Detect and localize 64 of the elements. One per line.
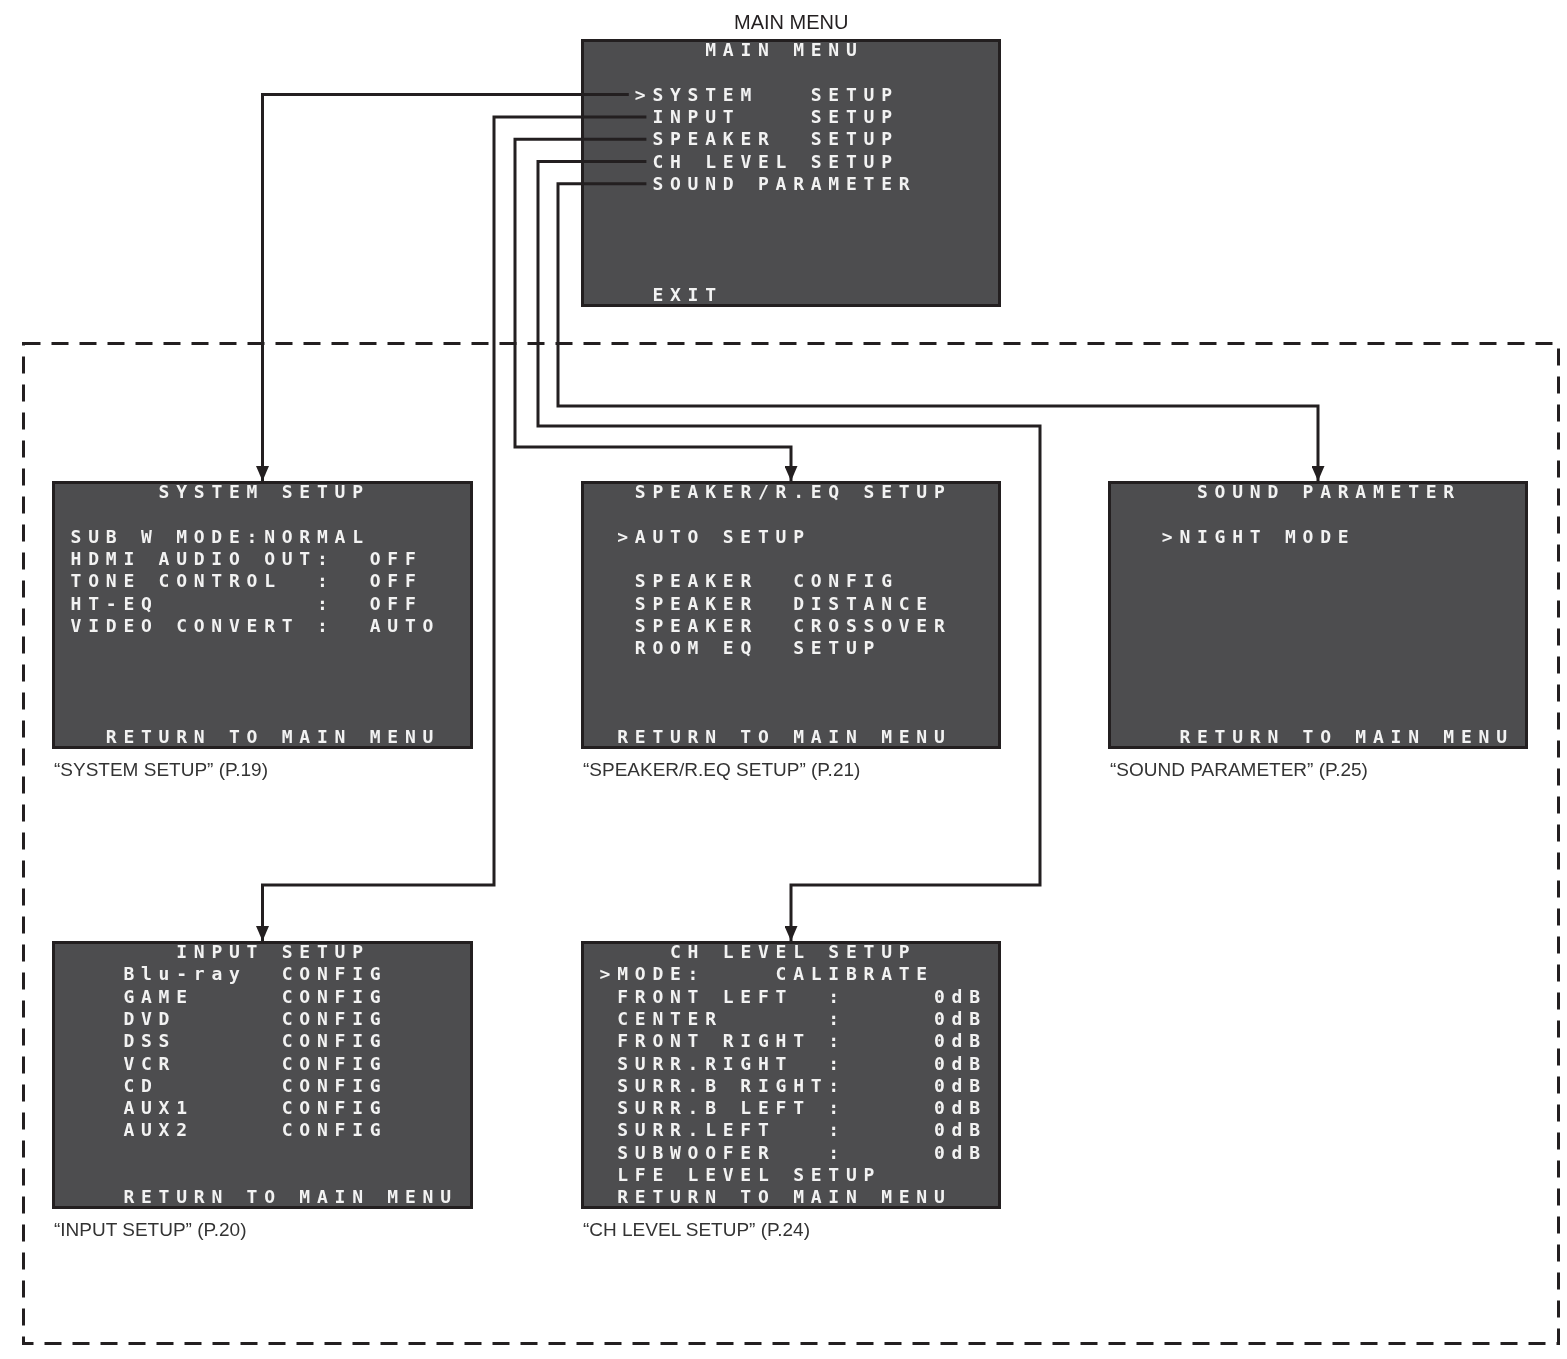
menu-line: SPEAKER CONFIG bbox=[634, 571, 899, 592]
menu-line: SPEAKER DISTANCE bbox=[634, 593, 934, 614]
screen-title: SOUND PARAMETER bbox=[1197, 482, 1461, 502]
menu-option: CH LEVEL SETUP bbox=[646, 151, 899, 172]
menu-line: EXIT bbox=[652, 285, 723, 306]
menu-line: DVD CONFIG bbox=[123, 1008, 388, 1029]
menu-line: DSS CONFIG bbox=[123, 1031, 388, 1052]
menu-line: RETURN TO MAIN MENU bbox=[1179, 727, 1514, 748]
menu-screen bbox=[52, 481, 473, 749]
menu-line: SURR.RIGHT : 0dB bbox=[617, 1053, 987, 1074]
menu-screen bbox=[581, 481, 1001, 749]
menu-line: SPEAKER CROSSOVER bbox=[634, 615, 952, 636]
menu-screen bbox=[1108, 481, 1528, 749]
screen-caption: “INPUT SETUP” (P.20) bbox=[54, 1219, 247, 1241]
menu-option: SOUND PARAMETER bbox=[646, 173, 917, 194]
menu-line: TONE CONTROL : OFF bbox=[70, 571, 423, 592]
menu-line: SURR.LEFT : 0dB bbox=[617, 1120, 987, 1141]
menu-line: SURR.B LEFT : 0dB bbox=[617, 1098, 987, 1119]
screen-title: MAIN MENU bbox=[705, 40, 864, 60]
screen-caption: “CH LEVEL SETUP” (P.24) bbox=[583, 1219, 811, 1241]
menu-line: FRONT LEFT : 0dB bbox=[617, 986, 987, 1007]
menu-line: FRONT RIGHT : 0dB bbox=[617, 1031, 987, 1052]
screen-caption: “SYSTEM SETUP” (P.19) bbox=[54, 759, 268, 781]
menu-line: AUX2 CONFIG bbox=[123, 1120, 388, 1141]
menu-line: RETURN TO MAIN MENU bbox=[617, 1187, 952, 1208]
screen-caption: “SOUND PARAMETER” (P.25) bbox=[1110, 759, 1368, 781]
elbow-arrow bbox=[256, 93, 629, 481]
menu-line: RETURN TO MAIN MENU bbox=[123, 1187, 458, 1208]
menu-line: >AUTO SETUP bbox=[617, 526, 811, 547]
menu-line: SUBWOOFER : 0dB bbox=[617, 1142, 987, 1163]
elbow-arrow bbox=[513, 137, 798, 481]
menu-line: GAME CONFIG bbox=[123, 986, 388, 1007]
menu-line: >NIGHT MODE bbox=[1161, 526, 1356, 547]
menu-line: Blu-ray CONFIG bbox=[123, 964, 388, 985]
menu-line: VCR CONFIG bbox=[123, 1053, 388, 1074]
menu-line: SUB W MODE:NORMAL bbox=[70, 526, 370, 547]
menu-screen bbox=[52, 941, 473, 1209]
menu-option: SPEAKER SETUP bbox=[646, 129, 899, 150]
menu-line: CD CONFIG bbox=[123, 1075, 388, 1096]
elbow-arrow bbox=[256, 115, 647, 941]
menu-option: >SYSTEM SETUP bbox=[628, 84, 899, 105]
screen-caption: “SPEAKER/R.EQ SETUP” (P.21) bbox=[583, 759, 861, 781]
menu-screen bbox=[581, 941, 1001, 1209]
menu-line: VIDEO CONVERT : AUTO bbox=[70, 615, 441, 636]
menu-line: HDMI AUDIO OUT: OFF bbox=[70, 548, 423, 569]
dashed-frame bbox=[22, 342, 1560, 1345]
menu-line: >MODE: CALIBRATE bbox=[599, 964, 934, 985]
menu-option: INPUT SETUP bbox=[646, 106, 899, 127]
menu-line: RETURN TO MAIN MENU bbox=[617, 727, 952, 748]
screen-title: INPUT SETUP bbox=[176, 942, 370, 962]
menu-screen bbox=[581, 39, 1001, 307]
menu-line: SURR.B RIGHT: 0dB bbox=[617, 1075, 987, 1096]
menu-line: RETURN TO MAIN MENU bbox=[105, 727, 441, 748]
menu-line: AUX1 CONFIG bbox=[123, 1098, 388, 1119]
menu-line: LFE LEVEL SETUP bbox=[617, 1165, 882, 1185]
elbow-arrow bbox=[556, 182, 1325, 481]
screen-title: CH LEVEL SETUP bbox=[670, 942, 917, 962]
screen-heading: MAIN MENU bbox=[734, 11, 849, 33]
menu-line: HT-EQ : OFF bbox=[70, 593, 423, 614]
menu-line: ROOM EQ SETUP bbox=[634, 638, 882, 659]
screen-title: SYSTEM SETUP bbox=[158, 482, 370, 502]
screen-title: SPEAKER/R.EQ SETUP bbox=[634, 482, 952, 502]
elbow-arrow bbox=[536, 160, 1042, 941]
menu-line: CENTER : 0dB bbox=[617, 1008, 987, 1029]
